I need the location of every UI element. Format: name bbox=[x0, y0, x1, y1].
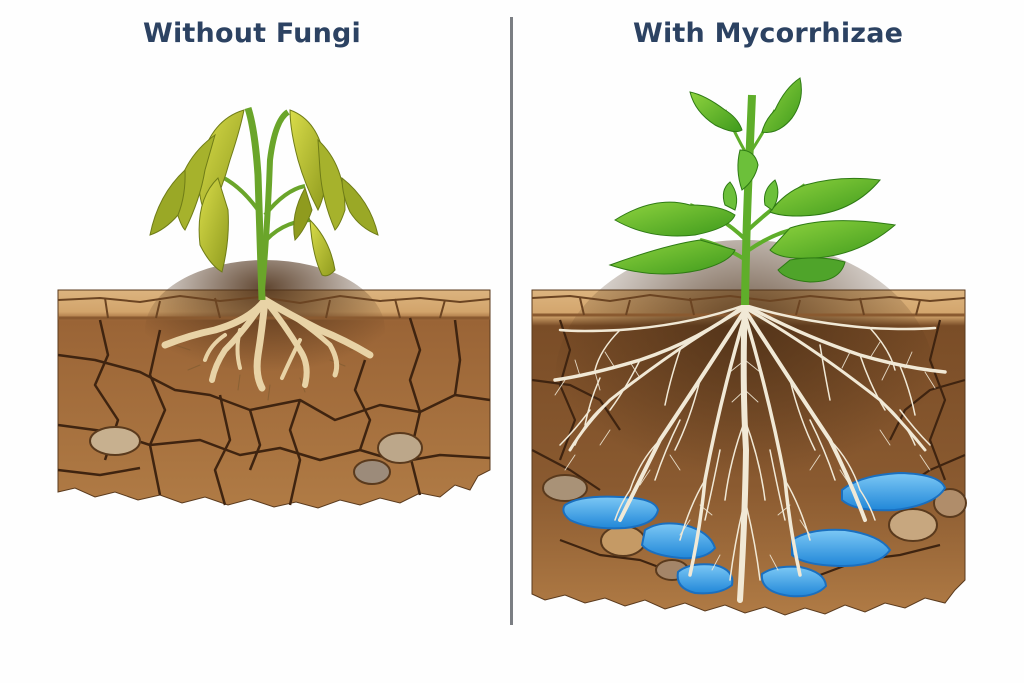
rock bbox=[933, 488, 967, 518]
rock bbox=[377, 432, 423, 464]
left-soil-block bbox=[57, 260, 491, 509]
right-plant-healthy bbox=[608, 77, 897, 306]
left-plant-wilting bbox=[149, 106, 379, 301]
rock bbox=[89, 426, 141, 456]
left-root-system bbox=[161, 296, 374, 401]
rock bbox=[888, 508, 938, 542]
panel-title-with-mycorrhizae: With Mycorrhizae bbox=[633, 18, 904, 49]
panel-divider bbox=[510, 17, 513, 625]
rock bbox=[542, 474, 588, 502]
water-pockets bbox=[562, 471, 947, 598]
panel-title-without-fungi: Without Fungi bbox=[143, 18, 361, 49]
right-root-system bbox=[553, 297, 947, 603]
rock bbox=[353, 459, 391, 485]
rock bbox=[600, 525, 646, 557]
